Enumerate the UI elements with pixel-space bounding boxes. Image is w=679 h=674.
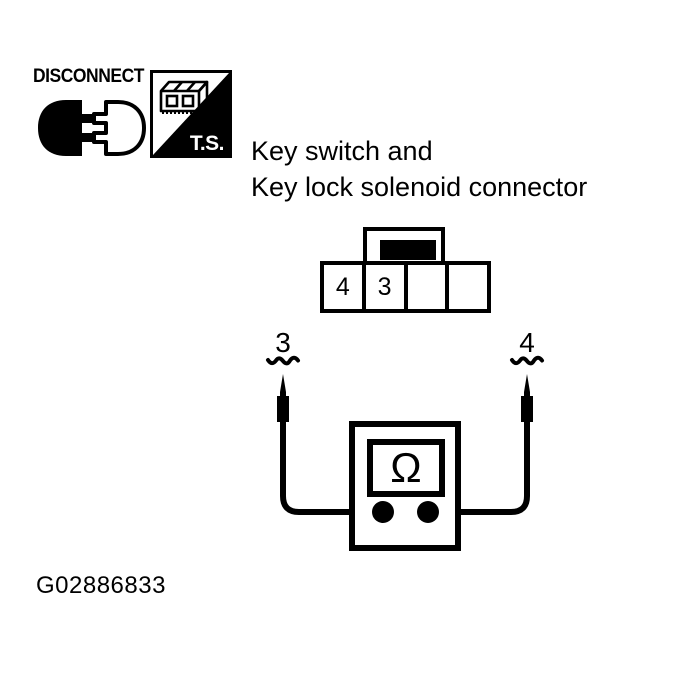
ohms-symbol: Ω: [390, 444, 422, 491]
connector-terminal-row: 4 3: [320, 261, 491, 313]
connector-pin-cell: 4: [324, 265, 366, 309]
test-probe-right: [521, 374, 533, 422]
connector-block-icon: [159, 80, 209, 114]
figure-caption: G02886833: [36, 572, 166, 599]
figure-title: Key switch and Key lock solenoid connect…: [251, 133, 661, 205]
ts-badge-box: T.S.: [150, 70, 232, 158]
connector-latch-tab: [363, 227, 445, 265]
probe-left-pin-label: 3: [275, 327, 291, 358]
meter-terminal-left: [372, 501, 394, 523]
probe-right-pin-label: 4: [519, 327, 535, 358]
test-lead-wire-left: [280, 418, 381, 515]
ts-label: T.S.: [189, 132, 225, 155]
meter-terminal-right: [417, 501, 439, 523]
title-line-2: Key lock solenoid connector: [251, 172, 588, 202]
test-lead-wire-right: [429, 418, 530, 515]
connector-pin-cell: 3: [366, 265, 408, 309]
connector-pin-diagram: 4 3: [320, 227, 495, 315]
title-line-1: Key switch and: [251, 136, 433, 166]
disconnect-plug-icon: [38, 100, 146, 156]
disconnect-badge: DISCONNECT: [33, 66, 148, 161]
connector-pin-cell: [408, 265, 450, 309]
test-probe-left: [277, 374, 289, 422]
connector-latch-fill: [380, 240, 436, 260]
connector-pin-cell: [449, 265, 487, 309]
disconnect-label: DISCONNECT: [33, 66, 144, 87]
